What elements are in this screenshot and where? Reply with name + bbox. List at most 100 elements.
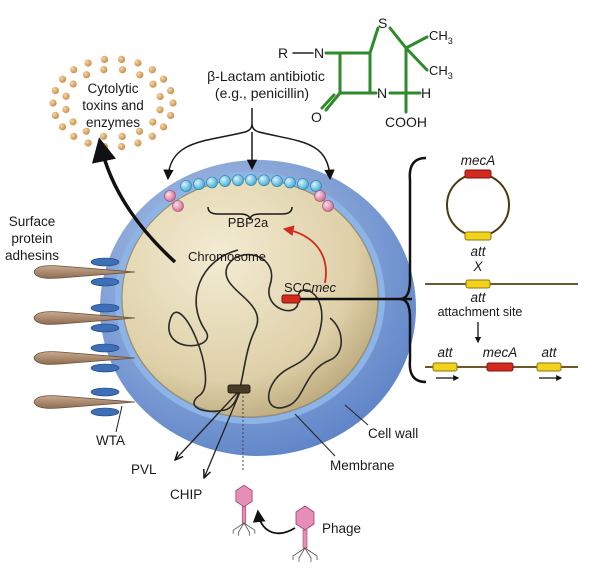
surface-label-1: Surface: [9, 214, 56, 229]
final-meca: [486, 362, 514, 372]
cytolytic-label-3: enzymes: [86, 115, 140, 130]
toxin-dot: [156, 92, 164, 101]
sccmec-bracket: [399, 156, 427, 384]
toxin-dot: [58, 123, 67, 131]
surface-label-2: protein: [11, 231, 52, 246]
mol-n-ring: N: [377, 85, 387, 101]
pvl-chip-gene: [227, 384, 251, 394]
toxin-dot: [117, 143, 126, 151]
mol-s: S: [378, 15, 387, 31]
sccmec-label: SCCmec: [284, 280, 337, 295]
circle-meca-label: mecA: [461, 153, 496, 168]
mol-o: O: [311, 109, 322, 125]
chip-arrow: [204, 391, 241, 478]
pbp-pink-bead: [172, 200, 184, 212]
toxin-dot: [148, 66, 156, 74]
toxin-dot: [100, 55, 109, 64]
toxin-dot: [118, 66, 127, 74]
pbp-beads: [164, 174, 334, 212]
toxin-dot: [159, 75, 168, 83]
sccmec-gene: [281, 294, 301, 304]
chip-label: CHIP: [170, 487, 202, 502]
toxin-dot: [148, 132, 156, 140]
adhesin: [33, 387, 136, 417]
cell-wall-pointer: [344, 404, 369, 426]
cytolytic-label-2: toxins and: [82, 98, 144, 113]
toxin-dot: [134, 139, 142, 147]
mol-cooh: COOH: [385, 114, 427, 130]
pbp-bead: [284, 176, 296, 189]
antibiotic-braces: [163, 108, 335, 221]
pbp-pink-bead: [314, 190, 326, 202]
circle-att: [464, 231, 492, 241]
mol-r: R: [278, 45, 288, 61]
mol-ch3-top: CH3: [429, 28, 453, 46]
adhesin: [33, 303, 136, 333]
final-att-left: [432, 362, 458, 372]
pbp-pink-bead: [322, 200, 334, 212]
pbp-bead: [245, 174, 257, 186]
toxin-dot: [99, 132, 108, 140]
wta-label: WTA: [96, 433, 125, 448]
pbp-bead: [193, 178, 205, 190]
beta-lactam-label-2: (e.g., penicillin): [215, 85, 309, 101]
final-meca-label: mecA: [483, 345, 518, 360]
toxin-dot: [69, 118, 77, 126]
toxin-dot: [70, 66, 78, 74]
final-att-right: [536, 362, 562, 372]
chromosome: [168, 249, 343, 413]
toxin-dot: [58, 75, 67, 83]
adhesin: [33, 257, 136, 287]
toxin-dot: [159, 123, 168, 131]
pbp-bead: [258, 174, 270, 187]
wta-pointer: [115, 405, 123, 433]
sccmec-circle: [446, 173, 510, 237]
toxin-arrow: [92, 137, 177, 264]
surface-label-3: adhesins: [5, 248, 59, 263]
toxin-dot: [100, 66, 108, 74]
cell-wall-label: Cell wall: [368, 426, 418, 441]
toxin-dot: [70, 132, 78, 140]
pbp-pink-bead: [164, 190, 176, 202]
toxin-dot: [156, 106, 164, 114]
mol-ch3-bottom: CH3: [429, 63, 453, 81]
pbp-bead: [180, 180, 192, 192]
toxin-dot: [149, 80, 157, 88]
membrane-label: Membrane: [330, 458, 395, 473]
final-att-left-label: att: [437, 345, 453, 360]
adhesin: [33, 343, 136, 373]
toxin-dot: [69, 80, 77, 88]
toxin-dot: [117, 55, 126, 64]
toxin-dot: [49, 99, 57, 107]
circle-att-label: att: [470, 244, 486, 259]
toxin-dot: [84, 59, 92, 67]
penicillin-structure: [292, 26, 429, 114]
chromosome-label: Chromosome: [188, 249, 266, 264]
pbp-bead: [271, 175, 283, 187]
beta-lactam-label-1: β-Lactam antibiotic: [207, 68, 325, 84]
surface-adhesins: [33, 257, 136, 417]
phage-arrow: [252, 509, 296, 534]
cross-label: X: [472, 259, 483, 274]
membrane-pointer: [294, 413, 336, 457]
toxin-dot: [169, 99, 177, 107]
mol-h: H: [421, 85, 431, 101]
toxin-dot: [84, 139, 92, 147]
final-att-right-label: att: [541, 345, 557, 360]
pbp-bead: [310, 180, 322, 192]
red-arrow: [282, 225, 327, 284]
phage-label: Phage: [322, 521, 361, 536]
toxin-dot: [62, 92, 70, 100]
phage-free: [292, 505, 318, 562]
toxin-dot: [134, 59, 142, 67]
toxin-dot: [167, 87, 175, 95]
pbp-bead: [297, 178, 309, 190]
attachment-site-label: attachment site: [438, 305, 523, 319]
toxin-dot: [51, 111, 60, 119]
pbp-bead: [232, 174, 244, 187]
toxin-dot: [51, 87, 60, 95]
circle-meca: [464, 169, 492, 179]
toxin-dot: [149, 118, 157, 126]
toxin-dot: [62, 105, 70, 114]
